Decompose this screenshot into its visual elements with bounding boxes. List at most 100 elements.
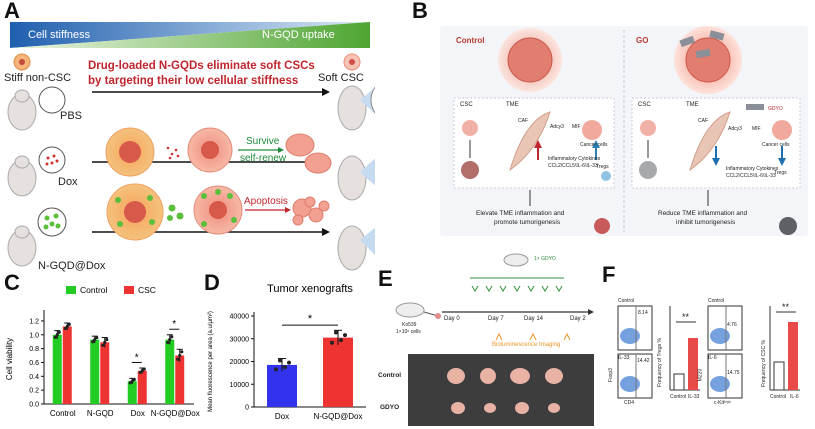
b-cytokines-right: Inflammatory Cytokines: [726, 166, 779, 172]
mouse-pbs: [7, 89, 37, 131]
y-tick-label-2: 0.4: [29, 374, 39, 381]
panel-letter-c: C: [4, 270, 20, 295]
panel-e-graphic: [395, 253, 594, 426]
b-mif-left: MIF: [572, 124, 581, 130]
b-csc-left: CSC: [460, 102, 473, 108]
f-bar1-sig: **: [682, 312, 690, 322]
e-imaging: Bioluminescence Imaging: [492, 342, 561, 348]
e-day14: Day 14: [524, 316, 544, 322]
dot-0-2: [283, 365, 287, 370]
bar-CSC-0: [62, 326, 72, 404]
y-axis-label: Cell viability: [5, 338, 14, 380]
bar-CSC-1: [100, 342, 110, 404]
b-tregs-right: Tregs: [774, 170, 787, 176]
panel-a-graphic: [7, 22, 375, 271]
dot-Control-1-1: [93, 338, 97, 342]
sig-star-0: *: [135, 352, 139, 363]
b-gdyo: GDYO: [768, 106, 783, 112]
dot-CSC-1-0: [101, 343, 105, 347]
panel-a: A: [0, 0, 375, 285]
e-treatment: 1× GDYO: [534, 256, 556, 262]
f-flow1-xaxis: CD4: [624, 400, 635, 406]
legend-label-CSC: CSC: [138, 285, 156, 295]
f-bar2-sig: **: [782, 302, 790, 312]
b-csc-right: CSC: [638, 102, 651, 108]
bar-Control-3: [165, 339, 175, 404]
x-tick-label-2: Dox: [131, 409, 145, 418]
sig-star-1: *: [172, 319, 176, 330]
dot-Control-3-2: [170, 335, 174, 339]
e-row-control: Control: [378, 372, 402, 379]
cell-stiffness-label: Cell stiffness: [28, 29, 91, 41]
f-flow1-q2: 14.42: [637, 358, 650, 364]
legend-swatch-CSC: [124, 286, 134, 294]
survive-label: Survive: [246, 136, 280, 147]
b-cancer-right: Cancer cells: [762, 142, 790, 148]
b-tme-right: TME: [686, 102, 699, 108]
legend-label-Control: Control: [80, 285, 108, 295]
chart-d: Tumor xenografts010000200003000040000Mea…: [208, 283, 366, 421]
group-dox-label: Dox: [58, 176, 78, 188]
dot-Control-0-0: [53, 335, 57, 339]
bar-Control-0: [52, 334, 62, 404]
f-bar2-cat0: Control: [770, 394, 787, 400]
b-caption-right-1: Reduce TME inflammation and: [658, 210, 748, 217]
dot-0-0: [274, 367, 278, 372]
y-tick-label-6: 1.2: [29, 318, 39, 325]
panel-letter-a: A: [4, 0, 20, 23]
self-renew-label: self-renew: [240, 153, 287, 164]
f-flow2-xaxis: c-Kitʰⁱᵍʰ: [714, 400, 731, 406]
dot-1-0: [330, 340, 334, 345]
dot-CSC-3-0: [176, 357, 180, 361]
dot-CSC-3-1: [178, 353, 182, 358]
f-bar1-cat1: IL-33: [688, 394, 700, 400]
bar-0: [267, 364, 297, 407]
f-flow2-bottom: IL-6: [708, 355, 717, 361]
e-day2: Day 2: [570, 316, 586, 322]
group-ngqd-label: N-GQD@Dox: [38, 260, 106, 272]
b-caf-left: CAF: [518, 118, 528, 124]
group-pbs-label: PBS: [60, 110, 83, 122]
panel-letter-f: F: [602, 262, 616, 287]
b-mif-right: MIF: [752, 126, 761, 132]
dot-Control-1-2: [95, 335, 99, 340]
apoptosis-label: Apoptosis: [244, 196, 288, 207]
stiff-noncsc-label: Stiff non-CSC: [4, 72, 72, 84]
f-flow2-q1: 4.76: [727, 322, 737, 328]
bar-1: [323, 337, 353, 407]
f-flow1-bottom: IL-33: [618, 355, 630, 361]
b-tme-left: TME: [506, 102, 519, 108]
dot-Control-3-0: [166, 340, 170, 345]
dot-0-3: [287, 360, 291, 365]
mouse-ngqd: [7, 225, 37, 267]
legend-swatch-Control: [66, 286, 76, 294]
x-tick-label-0: Control: [50, 409, 76, 418]
f-bar1-cat0: Control: [670, 394, 687, 400]
b-caption-left-2: promote tumorigenesis: [494, 219, 561, 226]
dot-1-2: [339, 338, 343, 343]
dot-1-3: [343, 333, 347, 338]
dot-CSC-1-2: [105, 337, 109, 342]
sig-star: *: [308, 313, 313, 325]
x-tick-label-1: N-GQD@Dox: [313, 412, 362, 421]
f-flow1-top: Control: [618, 298, 635, 304]
f-flow2-top: Control: [708, 298, 725, 304]
b-adcy3-left: Adcy3: [550, 124, 564, 130]
bar-CSC-3: [175, 355, 185, 404]
dot-Control-2-2: [132, 377, 136, 382]
b-caption-left-1: Elevate TME inflammation and: [476, 210, 565, 217]
b-control-title: Control: [456, 36, 485, 45]
y-tick-label-3: 30000: [230, 336, 250, 343]
panel-f: F Control IL-33 8.14 14.42 CD4 Foxp3 Fre…: [600, 262, 815, 429]
dot-Control-0-1: [55, 333, 59, 337]
b-adcy3-right: Adcy3: [728, 126, 742, 132]
f-flow2-yaxis: M220: [697, 368, 704, 382]
y-tick-label-2: 20000: [230, 359, 250, 366]
dot-1-1: [334, 330, 338, 335]
y-tick-label-4: 0.8: [29, 346, 39, 353]
panel-letter-e: E: [378, 266, 393, 291]
e-cell-count: 1×10⁶ cells: [396, 329, 421, 335]
dot-CSC-0-0: [63, 326, 67, 331]
